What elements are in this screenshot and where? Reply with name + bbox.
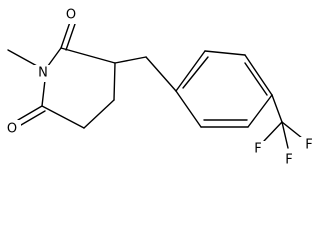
carbonyl-bottom — [17, 105, 46, 126]
double-bond-c6-o2-a — [17, 105, 43, 121]
atom-fluorine-right: F — [305, 138, 312, 153]
bond-c-f3 — [281, 121, 289, 149]
bond-c5-c6 — [41, 105, 85, 129]
bond-ch2-aryl — [145, 56, 177, 92]
bond-n-methyl — [7, 49, 38, 67]
atom-fluorine-left: F — [254, 142, 261, 157]
bond-c2-c3 — [60, 47, 116, 64]
benzene-ring — [175, 50, 273, 128]
trifluoromethyl-group — [263, 94, 303, 149]
bond-c6-n — [41, 79, 46, 107]
atom-fluorine-bottom: F — [285, 153, 292, 168]
benzene-bond-3 — [244, 54, 273, 96]
carbonyl-top — [60, 21, 76, 51]
molecule-structure: O N O F F F — [3, 6, 316, 169]
benzene-bond-6 — [175, 90, 202, 128]
double-bond-c6-o2-b — [20, 110, 46, 126]
atom-labels: O N O F F F — [3, 6, 316, 169]
benzene-double-2 — [244, 62, 268, 96]
bond-c3-c4 — [113, 62, 116, 101]
piperidinedione-ring — [41, 47, 116, 129]
bond-c-f2 — [263, 121, 283, 142]
bond-c-f1 — [281, 121, 303, 139]
atom-nitrogen: N — [38, 66, 48, 81]
atom-oxygen-top: O — [66, 8, 76, 23]
double-bond-c2-o1-a — [60, 21, 71, 49]
atom-oxygen-bottom: O — [7, 122, 17, 137]
bond-c4-c5 — [83, 99, 115, 129]
bond-aryl-cf3 — [271, 94, 283, 123]
bond-c3-ch2 — [114, 56, 147, 64]
double-bond-c2-o1-b — [65, 23, 76, 51]
benzene-bond-2 — [204, 50, 246, 56]
benzene-bond-4 — [247, 94, 273, 128]
benzene-bond-1 — [175, 50, 206, 92]
benzene-double-1 — [182, 56, 209, 89]
